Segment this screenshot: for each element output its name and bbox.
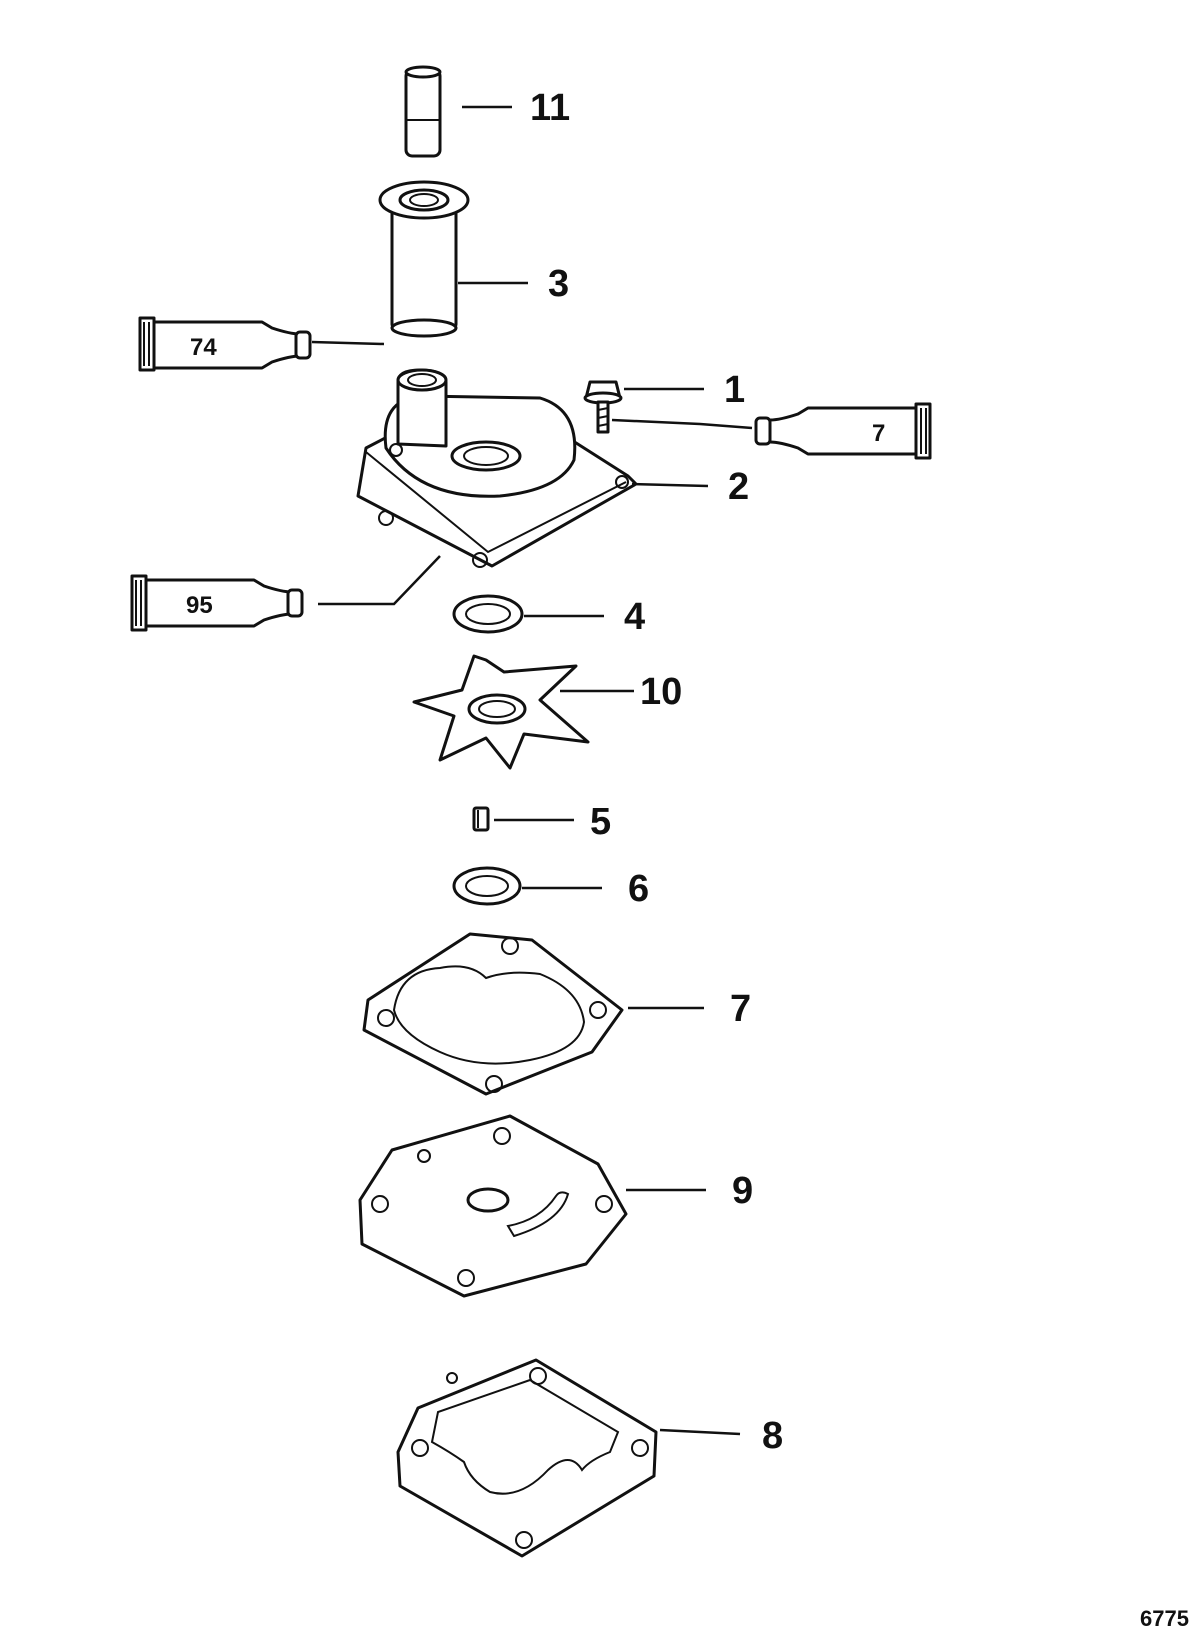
part-9-plate[interactable] <box>358 1114 628 1298</box>
part-5-key[interactable] <box>472 806 490 832</box>
part-11-sleeve[interactable] <box>404 65 442 158</box>
sealant-tube-95: 95 <box>130 574 304 632</box>
leader-2 <box>631 482 709 488</box>
part-7-gasket[interactable] <box>362 932 624 1096</box>
leader-8 <box>659 1428 741 1436</box>
sealant-tube-95-label: 95 <box>186 592 213 619</box>
callout-5: 5 <box>590 801 611 843</box>
callout-2: 2 <box>728 466 749 508</box>
sealant-tube-7-label: 7 <box>872 420 885 447</box>
part-3-liner[interactable] <box>378 180 470 338</box>
callout-10: 10 <box>640 671 682 713</box>
sealant-tube-7: 7 <box>754 402 932 460</box>
callout-11: 11 <box>530 87 570 129</box>
part-1-screw[interactable] <box>583 380 623 434</box>
part-10-impeller[interactable] <box>412 654 590 770</box>
callout-9: 9 <box>732 1170 753 1212</box>
leader-tube-95 <box>318 555 441 606</box>
callout-6: 6 <box>628 868 649 910</box>
callout-7: 7 <box>730 988 751 1030</box>
callout-4: 4 <box>624 596 645 638</box>
sealant-tube-74: 74 <box>138 316 312 372</box>
callout-8: 8 <box>762 1415 783 1457</box>
callout-1: 1 <box>724 369 745 411</box>
figure-number: 6775 <box>1140 1606 1189 1631</box>
sealant-tube-74-label: 74 <box>190 334 217 361</box>
part-2-pump-housing[interactable] <box>356 368 638 568</box>
part-8-gasket[interactable] <box>396 1358 658 1558</box>
callout-3: 3 <box>548 263 569 305</box>
leader-tube-74 <box>311 340 385 346</box>
part-4-seal[interactable] <box>452 594 524 634</box>
leader-tube-7 <box>611 418 753 430</box>
part-6-seal[interactable] <box>452 866 522 906</box>
